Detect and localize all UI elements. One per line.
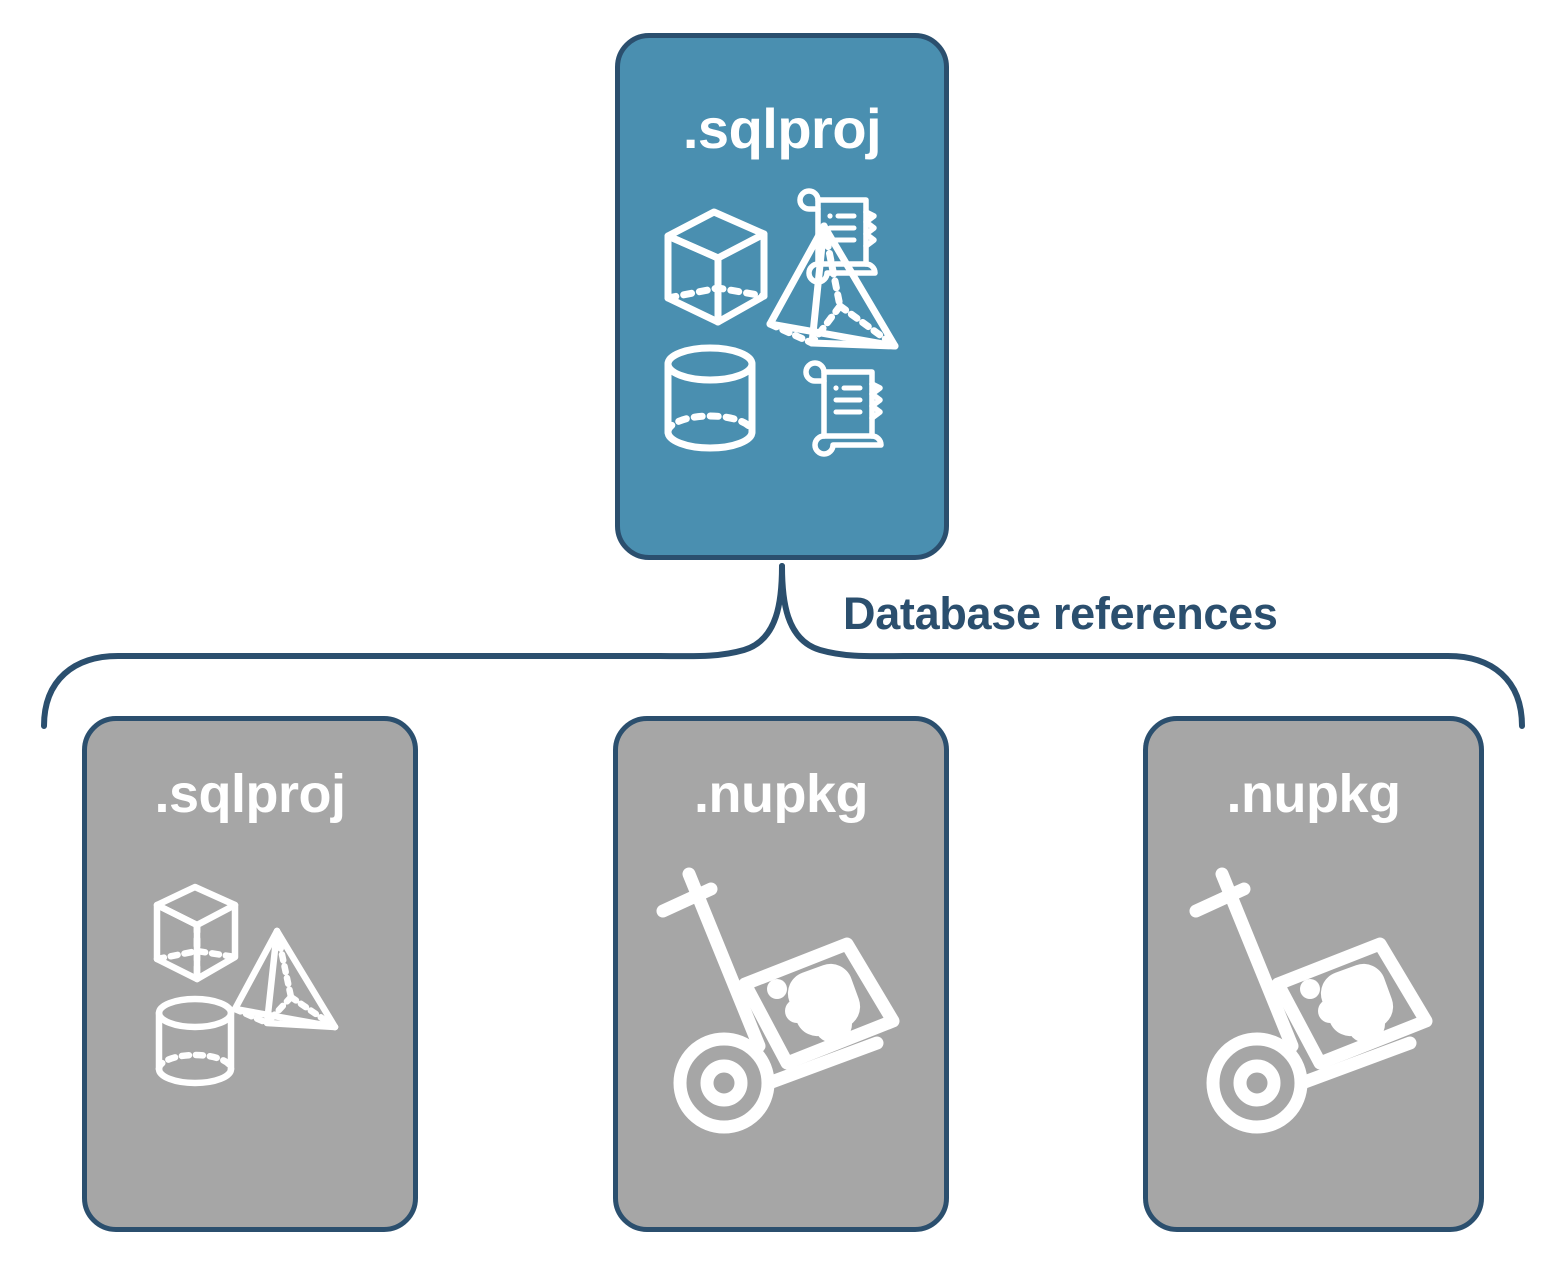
node-top-sqlproj-artwork xyxy=(620,188,944,458)
cube-icon xyxy=(153,883,239,983)
node-top-sqlproj-label: .sqlproj xyxy=(682,97,882,160)
node-child-sqlproj[interactable]: .sqlproj xyxy=(82,716,418,1232)
nuget-logo-icon xyxy=(767,963,861,1043)
node-child-nupkg-2-artwork xyxy=(1148,861,1479,1141)
cylinder-icon xyxy=(155,995,235,1087)
node-child-sqlproj-label: .sqlproj xyxy=(154,764,346,824)
package-box-icon xyxy=(1271,937,1432,1070)
node-child-sqlproj-artwork xyxy=(87,869,413,1089)
pyramid-icon xyxy=(231,927,339,1031)
package-box-icon xyxy=(738,937,900,1070)
connector-label: Database references xyxy=(843,588,1278,639)
node-child-nupkg-2[interactable]: .nupkg xyxy=(1143,716,1484,1232)
hand-truck-package-icon xyxy=(1189,867,1416,1134)
node-child-nupkg-2-label: .nupkg xyxy=(1226,764,1401,824)
node-top-sqlproj[interactable]: .sqlproj xyxy=(615,33,949,560)
hand-truck-package-icon xyxy=(656,867,884,1134)
cylinder-icon xyxy=(664,344,756,452)
nuget-logo-icon xyxy=(1299,963,1393,1043)
node-child-nupkg-1-artwork xyxy=(618,861,944,1141)
pyramid-icon xyxy=(766,222,899,350)
cube-icon xyxy=(664,208,768,326)
scroll-icon xyxy=(797,188,878,285)
node-child-nupkg-1[interactable]: .nupkg xyxy=(613,716,949,1232)
node-child-nupkg-1-label: .nupkg xyxy=(694,764,868,824)
scroll-icon xyxy=(803,360,884,457)
